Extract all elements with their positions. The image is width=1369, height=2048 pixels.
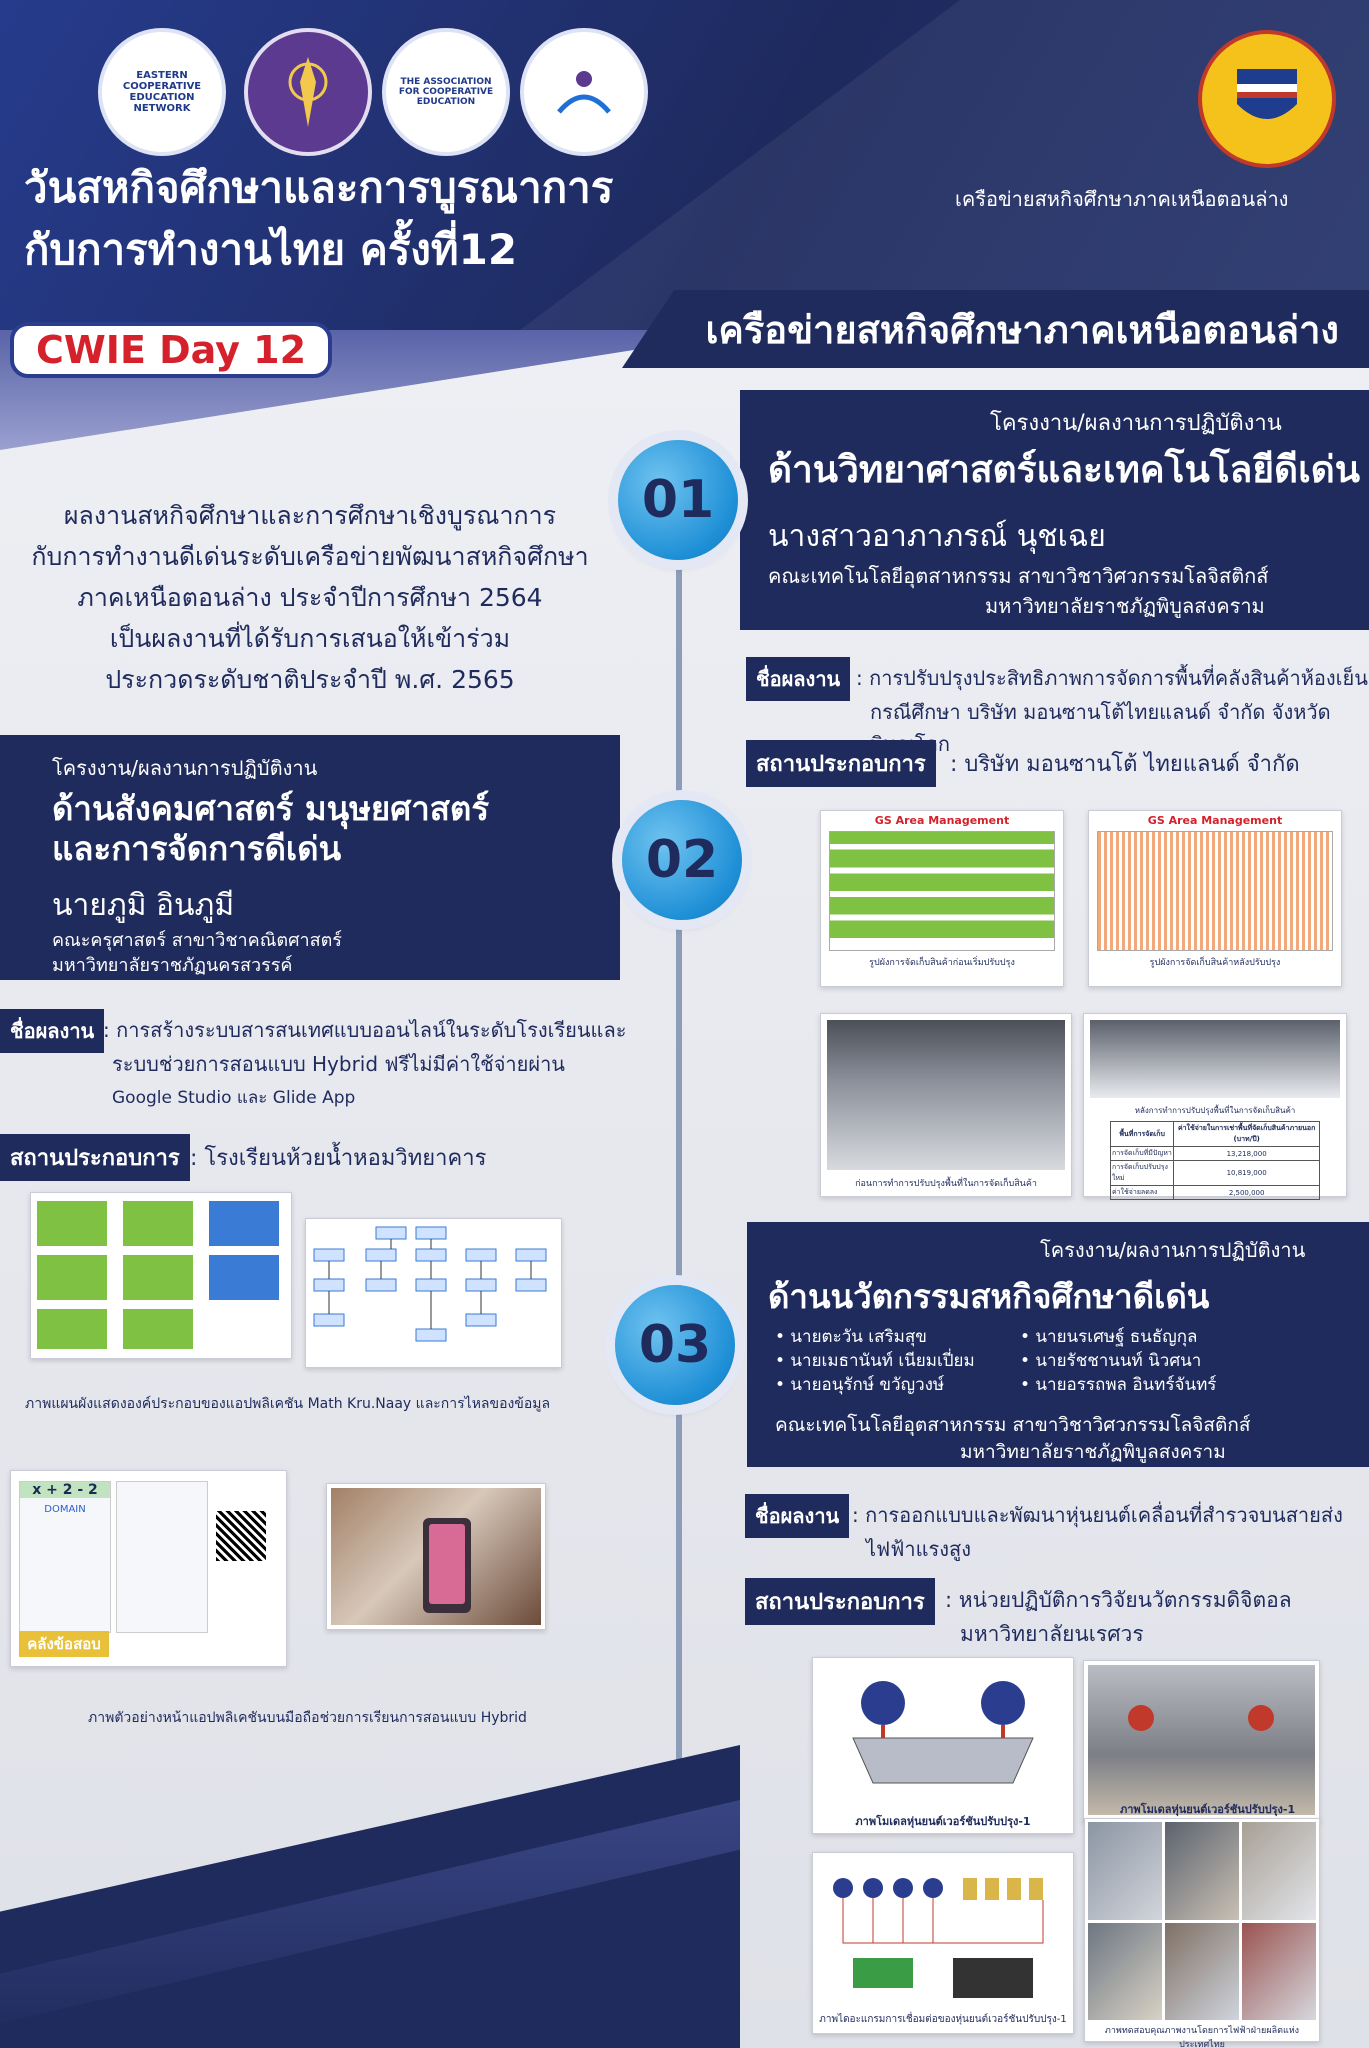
section-2-number: 02 <box>622 800 742 920</box>
section-2-kicker: โครงงาน/ผลงานการปฏิบัติงาน <box>52 756 318 780</box>
logo-tace: THE ASSOCIATION FOR COOPERATIVE EDUCATIO… <box>382 28 510 156</box>
header-band <box>0 0 1369 330</box>
s2-app-components-diagram <box>30 1192 292 1359</box>
section-1-kicker: โครงงาน/ผลงานการปฏิบัติงาน <box>990 411 1282 436</box>
section-1-univ: มหาวิทยาลัยราชภัฏพิบูลสงคราม <box>985 594 1265 618</box>
section-2-place-label: สถานประกอบการ <box>0 1134 190 1181</box>
section-2-work-title: : การสร้างระบบสารสนเทศแบบออนไลน์ในระดับโ… <box>103 1018 627 1042</box>
logo-lower-north-network <box>1198 30 1336 168</box>
section-2-univ: มหาวิทยาลัยราชภัฏนครสวรรค์ <box>52 955 293 976</box>
section-3-place-label: สถานประกอบการ <box>745 1578 935 1625</box>
section-3-work-title: : การออกแบบและพัฒนาหุ่นยนต์เคลื่อนที่สำร… <box>852 1503 1343 1527</box>
section-3-members-right: • นายนรเศษฐ์ ธนธัญกุล• นายรัชชานนท์ นิวศ… <box>1020 1327 1217 1395</box>
section-3-place2: มหาวิทยาลัยนเรศวร <box>960 1622 1144 1646</box>
s2-data-flow-diagram <box>305 1218 562 1368</box>
s3-caption-2: ภาพโมเดลหุ่นยนต์เวอร์ชันปรับปรุง-1 <box>1120 1803 1296 1816</box>
logo-cwie-12 <box>520 28 648 156</box>
section-3-field: ด้านนวัตกรรมสหกิจศึกษาดีเด่น <box>768 1277 1210 1316</box>
section-1-place: : บริษัท มอนซานโต้ ไทยแลนด์ จำกัด <box>950 752 1300 777</box>
section-3-work-title2: ไฟฟ้าแรงสูง <box>866 1537 971 1561</box>
logo-university <box>244 28 372 156</box>
section-3-header <box>747 1222 1369 1467</box>
s2-app-screenshots: x + 2 - 2 DOMAIN คลังข้อสอบ <box>10 1470 287 1667</box>
section-1-faculty: คณะเทคโนโลยีอุตสาหกรรม สาขาวิชาวิศวกรรมโ… <box>768 564 1269 588</box>
s1-warehouse-after-photo: หลังการทำการปรับปรุงพื้นที่ในการจัดเก็บส… <box>1083 1013 1347 1200</box>
section-2-header <box>0 735 620 980</box>
cwie-12-emblem-icon <box>557 71 611 114</box>
s1-warehouse-before-photo: ก่อนการทำการปรับปรุงพื้นที่ในการจัดเก็บส… <box>820 1013 1072 1197</box>
s1-layout-before-image: GS Area Management รูปผังการจัดเก็บสินค้… <box>820 810 1064 987</box>
section-3-kicker: โครงงาน/ผลงานการปฏิบัติงาน <box>1040 1238 1306 1262</box>
section-2-work-label: ชื่อผลงาน <box>0 1009 105 1053</box>
section-2-name: นายภูมิ อินภูมี <box>52 888 235 923</box>
s1-layout-after-image: GS Area Management รูปผังการจัดเก็บสินค้… <box>1088 810 1342 987</box>
section-3-univ: มหาวิทยาลัยราชภัฏพิบูลสงคราม <box>960 1441 1226 1463</box>
page-title-line2: กับการทำงานไทย ครั้งที่12 <box>24 225 518 274</box>
section-1-number: 01 <box>618 440 738 560</box>
s2-caption-1: ภาพแผนผังแสดงองค์ประกอบของแอปพลิเคชัน Ma… <box>25 1396 551 1412</box>
section-1-field: ด้านวิทยาศาสตร์และเทคโนโลยีดีเด่น <box>768 448 1361 491</box>
section-3-members-left: • นายตะวัน เสริมสุข• นายเมธานันท์ เนียมเ… <box>775 1327 975 1395</box>
section-1-place-label: สถานประกอบการ <box>746 740 936 787</box>
section-2-work-title2: ระบบช่วยการสอนแบบ Hybrid ฟรีไม่มีค่าใช้จ… <box>112 1052 565 1076</box>
section-1-name: นางสาวอาภาภรณ์ นุชเฉย <box>768 519 1106 554</box>
section-2-field2: และการจัดการดีเด่น <box>52 829 342 868</box>
s3-field-test-photos: ภาพทดสอบคุณภาพงานโดยการไฟฟ้าฝ่ายผลิตแห่ง… <box>1084 1818 1320 2048</box>
qr-code-icon <box>216 1511 266 1561</box>
section-2-field1: ด้านสังคมศาสตร์ มนุษยศาสตร์ <box>52 789 490 828</box>
wiring-diagram-icon <box>833 1878 1044 1998</box>
section-1-work-label: ชื่อผลงาน <box>746 657 851 701</box>
section-2-faculty: คณะครุศาสตร์ สาขาวิชาคณิตศาสตร์ <box>52 930 342 951</box>
s2-caption-2: ภาพตัวอย่างหน้าแอปพลิเคชันบนมือถือช่วยกา… <box>88 1710 527 1726</box>
section-2-work-title3: Google Studio และ Glide App <box>112 1088 356 1108</box>
robot-model-icon <box>852 1681 1034 1784</box>
logo-eastern-coop: EASTERN COOPERATIVE EDUCATION NETWORK <box>98 28 226 156</box>
page-title-line1: วันสหกิจศึกษาและการบูรณาการ <box>24 163 614 212</box>
section-2-place: : โรงเรียนห้วยน้ำหอมวิทยาคาร <box>190 1146 487 1171</box>
section-3-place: : หน่วยปฏิบัติการวิจัยนวัตกรรมดิจิตอล <box>945 1588 1292 1612</box>
section-3-work-label: ชื่อผลงาน <box>745 1494 850 1538</box>
section-1-header <box>740 390 1369 630</box>
section-3-number: 03 <box>615 1285 735 1405</box>
flowchart-icon <box>313 1226 547 1342</box>
s3-wiring-diagram: ภาพไดอะแกรมการเชื่อมต่อของหุ่นยนต์เวอร์ช… <box>812 1852 1074 2034</box>
network-banner: เครือข่ายสหกิจศึกษาภาคเหนือตอนล่าง <box>622 290 1369 368</box>
timeline-line <box>676 455 682 2048</box>
intro-text: ผลงานสหกิจศึกษาและการศึกษาเชิงบูรณาการ ก… <box>31 501 589 694</box>
network-shield-icon <box>1237 69 1297 119</box>
section-3-faculty: คณะเทคโนโลยีอุตสาหกรรม สาขาวิชาวิศวกรรมโ… <box>775 1414 1251 1436</box>
network-label: เครือข่ายสหกิจศึกษาภาคเหนือตอนล่าง <box>955 187 1289 211</box>
s3-robot-test-photo <box>1083 1660 1320 1822</box>
university-emblem-icon <box>288 57 328 127</box>
s2-student-phone-photo <box>326 1483 546 1630</box>
s3-robot-model-image: ภาพโมเดลหุ่นยนต์เวอร์ชันปรับปรุง-1 <box>812 1657 1074 1834</box>
s1-cost-table: พื้นที่การจัดเก็บค่าใช้จ่ายในการเช่าพื้น… <box>1109 1121 1320 1200</box>
section-1-work-title: : การปรับปรุงประสิทธิภาพการจัดการพื้นที่… <box>856 666 1368 690</box>
cwie-badge: CWIE Day 12 <box>10 322 333 378</box>
